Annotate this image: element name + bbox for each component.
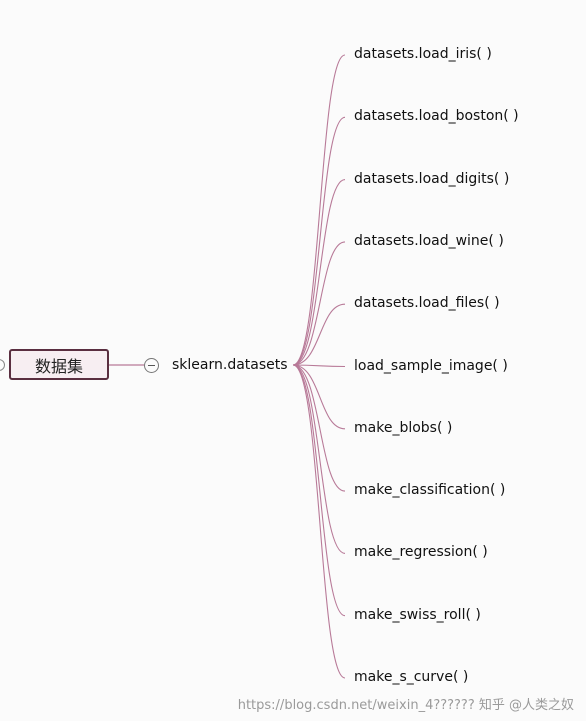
root-node-label: 数据集 <box>34 356 83 376</box>
leaf-connector <box>292 364 346 368</box>
leaf-node[interactable]: make_blobs( ) <box>354 419 453 436</box>
leaf-connector <box>292 54 346 366</box>
leaf-connector <box>292 364 346 679</box>
leaf-node[interactable]: make_swiss_roll( ) <box>354 606 481 623</box>
leaf-connector <box>292 179 346 366</box>
watermark: https://blog.csdn.net/weixin_4?????? 知乎 … <box>237 698 574 713</box>
leaf-node[interactable]: datasets.load_digits( ) <box>354 170 510 187</box>
root-node[interactable]: 数据集 <box>9 349 109 380</box>
leaf-node[interactable]: make_s_curve( ) <box>354 669 469 685</box>
leaf-node[interactable]: datasets.load_iris( ) <box>354 46 492 62</box>
leaf-node[interactable]: datasets.load_boston( ) <box>354 108 519 125</box>
leaf-connector <box>292 241 346 366</box>
leaf-node[interactable]: make_regression( ) <box>354 544 488 561</box>
leaf-connector <box>292 303 346 366</box>
branch-node-sklearn-datasets[interactable]: sklearn.datasets <box>172 357 288 373</box>
leaf-node[interactable]: make_classification( ) <box>354 482 506 499</box>
leaf-connector <box>292 364 346 617</box>
leaf-connector <box>292 364 346 430</box>
leaf-connector <box>292 364 346 554</box>
leaf-node[interactable]: datasets.load_wine( ) <box>354 232 504 249</box>
collapse-minus-icon[interactable] <box>144 358 159 373</box>
leaf-connector <box>292 364 346 492</box>
leaf-node[interactable]: load_sample_image( ) <box>354 357 508 374</box>
leaf-connector <box>292 116 346 366</box>
leaf-node[interactable]: datasets.load_files( ) <box>354 295 500 312</box>
